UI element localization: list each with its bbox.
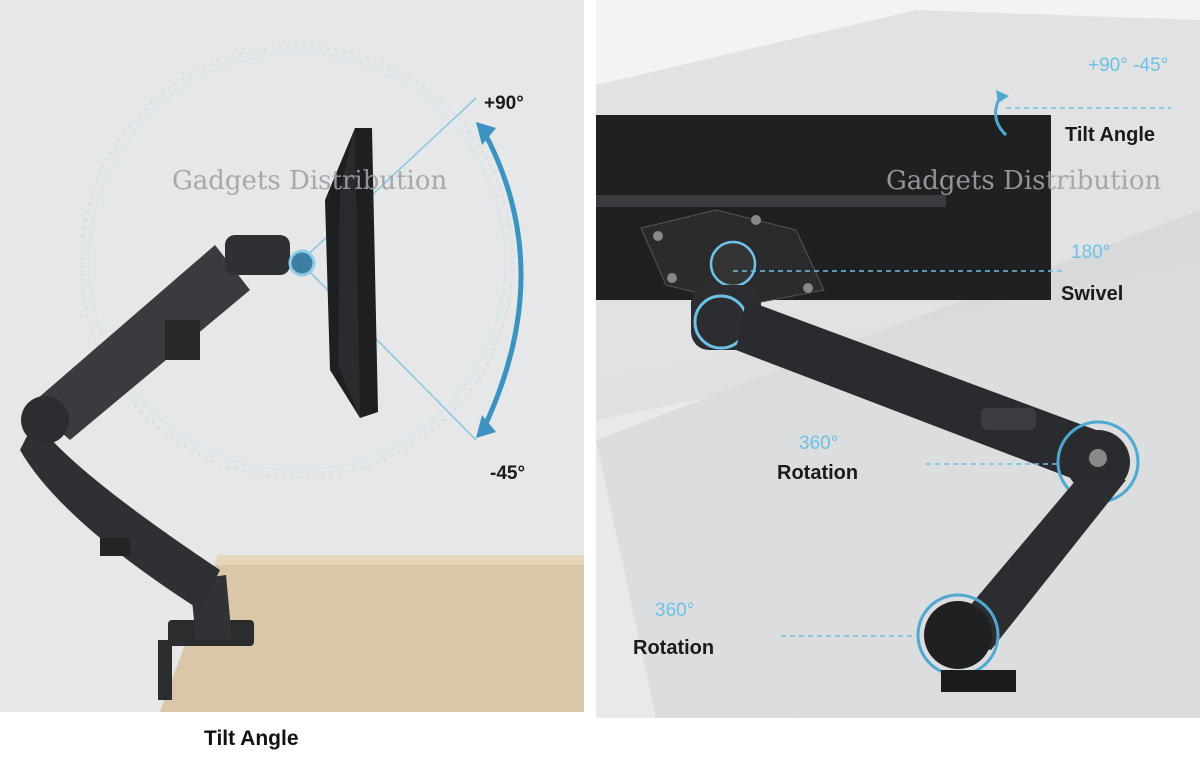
rotation-lower-value-label: 360° <box>655 600 695 621</box>
arm-head-joint <box>288 249 316 277</box>
arm-upper-segment <box>30 245 250 440</box>
tilt-guide-line-down <box>299 261 477 441</box>
tilt-arc-arrow <box>479 125 524 435</box>
swivel-value-label: 180° <box>1071 242 1111 263</box>
right-arm-upper-segment <box>736 300 1096 480</box>
rotation-upper-value-label: 360° <box>799 433 839 454</box>
left-caption-tilt-angle: Tilt Angle <box>204 727 299 750</box>
tilt-down-angle-label: -45° <box>490 463 526 484</box>
rotation-upper-label: Rotation <box>777 462 859 484</box>
swivel-label: Swivel <box>1061 283 1124 305</box>
left-illustration <box>20 45 584 712</box>
arm-lower-segment <box>20 420 220 610</box>
right-illustration <box>596 10 1200 718</box>
tilt-angle-label: Tilt Angle <box>1065 124 1155 146</box>
tilt-range-label: +90° -45° <box>1088 55 1169 76</box>
arm-elbow-joint <box>21 396 69 444</box>
desk-surface <box>160 555 584 712</box>
rotation-lower-label: Rotation <box>633 637 715 659</box>
tilt-up-angle-label: +90° <box>484 93 524 114</box>
right-photo-panel: Gadgets Distribution +90° -45° Tilt Angl… <box>596 0 1200 718</box>
tilt-guide-circle <box>80 45 514 479</box>
right-watermark: Gadgets Distribution <box>886 166 1162 196</box>
left-watermark: Gadgets Distribution <box>172 166 448 196</box>
swivel-joint <box>709 240 757 288</box>
left-photo-panel: Gadgets Distribution +90° -45° <box>0 0 584 712</box>
right-arm-base-joint <box>924 601 992 669</box>
